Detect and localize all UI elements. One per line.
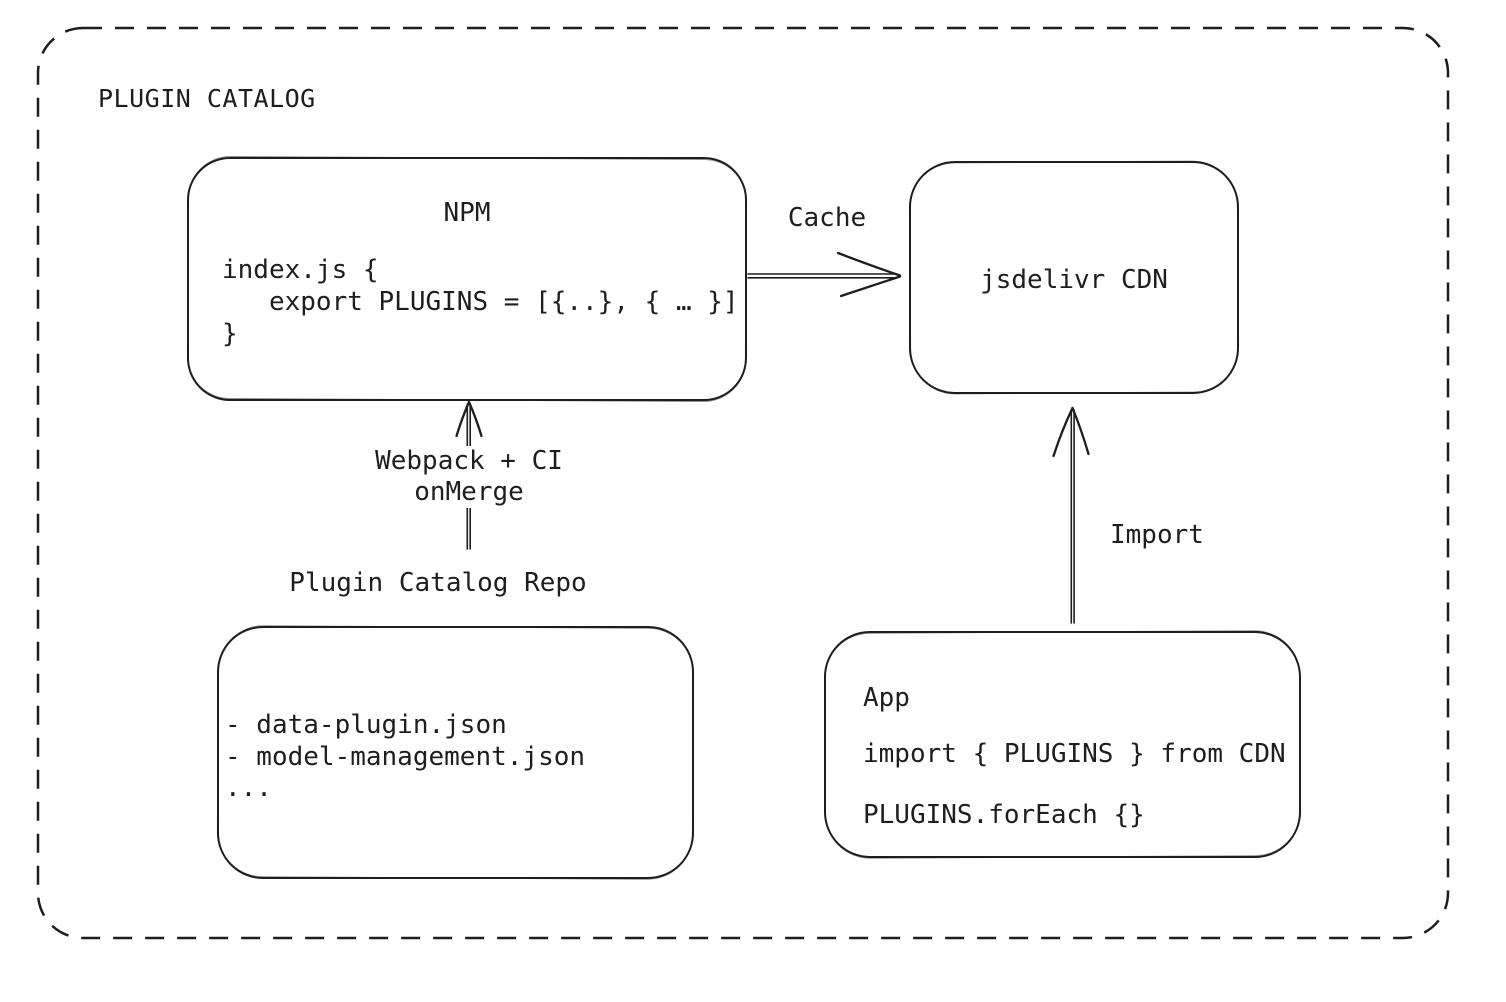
npm-box-title: NPM (443, 198, 491, 228)
repo-file-list: - data-plugin.json - model-management.js… (225, 710, 586, 803)
import-arrow-label: Import (1110, 520, 1204, 550)
cache-arrow-label: Cache (787, 203, 867, 233)
app-foreach-line: PLUGINS.forEach {} (863, 800, 1145, 830)
build-arrow-label: Webpack + CI onMerge (349, 446, 589, 508)
plugin-catalog-boundary (36, 26, 1450, 940)
app-box-sketch-stroke (823, 630, 1302, 859)
cache-arrow (747, 251, 902, 298)
npm-box-sketch-stroke (186, 155, 748, 403)
cdn-box-label: jsdelivr CDN (980, 265, 1168, 295)
repo-box-sketch-stroke (216, 625, 695, 880)
import-arrow (1052, 406, 1090, 624)
app-box-title: App (863, 683, 910, 713)
cdn-box-sketch-stroke (908, 160, 1240, 395)
repo-title: Plugin Catalog Repo (289, 568, 587, 598)
npm-code-snippet: index.js { export PLUGINS = [{..}, { … }… (222, 255, 739, 349)
app-import-line: import { PLUGINS } from CDN (863, 739, 1286, 769)
diagram-title: PLUGIN CATALOG (98, 84, 316, 113)
